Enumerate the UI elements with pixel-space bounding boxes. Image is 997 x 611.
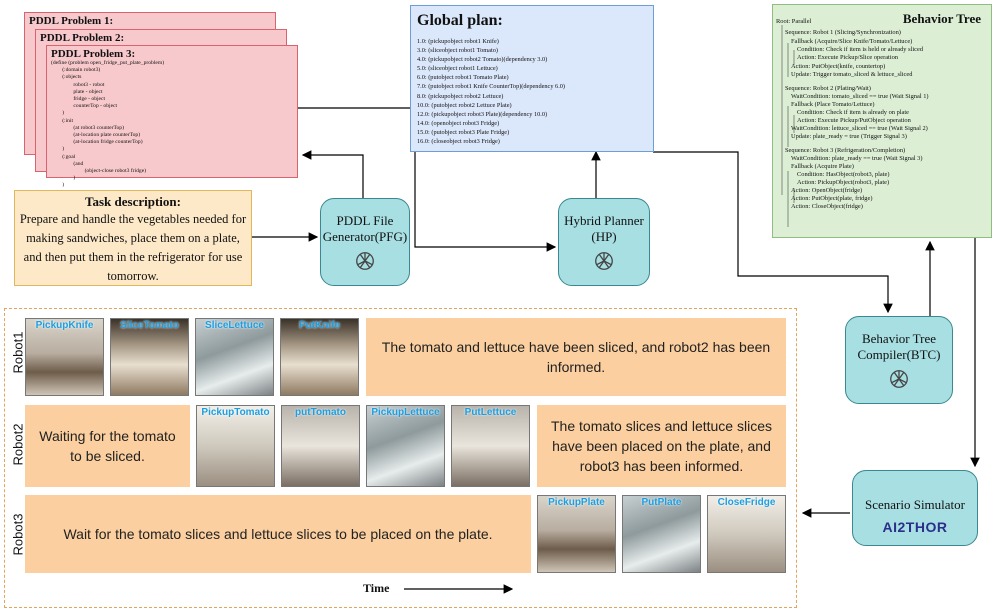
behavior-tree-node: Condition: Check if item is already on p… bbox=[797, 109, 909, 116]
openai-logo-icon bbox=[890, 370, 908, 388]
robot3-frame-1: PickupPlate bbox=[537, 495, 616, 573]
pfg-label-line2: Generator(PFG) bbox=[322, 229, 408, 244]
robot2-status-message: The tomato slices and lettuce slices hav… bbox=[537, 405, 786, 487]
behavior-tree-node: Fallback (Acquire Plate) bbox=[791, 163, 854, 170]
behavior-tree-node: Action: OpenObject(fridge) bbox=[791, 187, 863, 194]
robot2-frame-3-label: PickupLettuce bbox=[371, 407, 440, 418]
behavior-tree-node: Condition: Check if item is held or alre… bbox=[797, 46, 924, 53]
robot2-frame-3: PickupLettuce bbox=[366, 405, 445, 487]
behavior-tree-title: Behavior Tree bbox=[902, 11, 981, 26]
robot1-status-text: The tomato and lettuce have been sliced,… bbox=[381, 339, 771, 375]
behavior-tree-node: Sequence: Robot 3 (Refrigeration/Complet… bbox=[785, 147, 906, 154]
global-plan-steps: 1.0: (pickupobject robot1 Knife) 3.0: (s… bbox=[417, 38, 566, 146]
robot3-frame-3-label: CloseFridge bbox=[717, 497, 776, 508]
openai-logo-icon bbox=[595, 252, 613, 270]
behavior-tree-node: Sequence: Robot 2 (Plating/Wait) bbox=[785, 85, 871, 92]
behavior-tree-node: Update: plate_ready = true (Trigger Sign… bbox=[791, 133, 907, 140]
robot2-status-text: The tomato slices and lettuce slices hav… bbox=[551, 418, 772, 474]
behavior-tree-node: Action: PutObject(plate, fridge) bbox=[791, 195, 873, 202]
behavior-tree-root: Root: Parallel bbox=[776, 18, 812, 25]
behavior-tree-node: Fallback (Acquire/Slice Knife/Tomato/Let… bbox=[791, 38, 913, 45]
time-axis-label: Time bbox=[363, 581, 390, 595]
task-description-title: Task description: bbox=[85, 194, 181, 209]
hp-label-line2: (HP) bbox=[591, 229, 617, 244]
robot2-waiting-text: Waiting for the tomato to be sliced. bbox=[39, 428, 176, 464]
pfg-label-line1: PDDL File bbox=[336, 213, 394, 228]
pddl-problem-3-code: (define (problem open_fridge_put_plate_p… bbox=[51, 60, 165, 196]
behavior-tree-node: Fallback (Place Tomato/Lettuce) bbox=[791, 101, 875, 108]
global-plan-title-text: Global plan bbox=[417, 12, 498, 29]
robot2-frame-2-label: putTomato bbox=[295, 407, 346, 418]
robot2-frame-1: PickupTomato bbox=[196, 405, 275, 487]
behavior-tree-panel: Behavior Tree Root: Parallel Sequence: R… bbox=[772, 4, 992, 238]
behavior-tree-node: WaitCondition: tomato_sliced == true (Wa… bbox=[791, 93, 929, 100]
pddl-problem-2-title: PDDL Problem 2: bbox=[40, 32, 125, 44]
behavior-tree-node: WaitCondition: lettuce_sliced == true (W… bbox=[791, 125, 928, 132]
hybrid-planner-box: Hybrid Planner(HP) bbox=[558, 198, 650, 286]
behavior-tree-guides bbox=[781, 25, 795, 227]
behavior-tree-node: Action: CloseObject(fridge) bbox=[791, 203, 863, 210]
global-plan-title: Global plan: bbox=[417, 12, 503, 30]
robot2-label: Robot2 bbox=[10, 423, 26, 466]
arrow-pddl-to-hp bbox=[297, 107, 557, 252]
robot2-frame-4-label: PutLettuce bbox=[464, 407, 517, 418]
arrow-plan-to-btc bbox=[653, 151, 893, 314]
behavior-tree-node: Action: PickupObject(robot3, plate) bbox=[797, 179, 890, 186]
ai2thor-logo: AI2THOR bbox=[882, 519, 948, 535]
btc-label-line2: Compiler(BTC) bbox=[857, 347, 941, 362]
behavior-tree-node: Action: Execute Pickup/PutObject operati… bbox=[797, 117, 911, 124]
robot2-waiting-message: Waiting for the tomato to be sliced. bbox=[25, 405, 190, 487]
robot1-status-message: The tomato and lettuce have been sliced,… bbox=[366, 318, 786, 396]
robot3-frame-1-label: PickupPlate bbox=[548, 497, 605, 508]
btc-label-line1: Behavior Tree bbox=[861, 331, 937, 346]
robot1-frame-2-label: SliceTomato bbox=[120, 320, 179, 331]
task-description-text: Prepare and handle the vegetables needed… bbox=[19, 212, 247, 283]
robot3-frame-3: CloseFridge bbox=[707, 495, 786, 573]
behavior-tree-node: WaitCondition: plate_ready == true (Wait… bbox=[791, 155, 923, 162]
robot-execution-area bbox=[4, 308, 797, 608]
robot1-frame-2: SliceTomato bbox=[110, 318, 189, 396]
robot1-label: Robot1 bbox=[10, 331, 26, 374]
robot1-frame-3-label: SliceLettuce bbox=[205, 320, 264, 331]
robot3-frame-2: PutPlate bbox=[622, 495, 701, 573]
behavior-tree-node: Condition: HasObject(robot3, plate) bbox=[797, 171, 890, 178]
pddl-problem-3-card: PDDL Problem 3: (define (problem open_fr… bbox=[46, 45, 298, 196]
robot3-label: Robot3 bbox=[10, 513, 26, 556]
robot3-waiting-text: Wait for the tomato slices and lettuce s… bbox=[63, 526, 493, 542]
pddl-problem-3-title: PDDL Problem 3: bbox=[51, 48, 136, 60]
scenario-simulator-label: Scenario Simulator bbox=[864, 497, 965, 512]
pddl-problem-1-title: PDDL Problem 1: bbox=[29, 15, 114, 27]
robot2-frame-4: PutLettuce bbox=[451, 405, 530, 487]
openai-logo-icon bbox=[356, 252, 374, 270]
robot1-frame-4-label: PutKnife bbox=[298, 320, 341, 331]
robot1-frame-3: SliceLettuce bbox=[195, 318, 274, 396]
robot3-waiting-message: Wait for the tomato slices and lettuce s… bbox=[25, 495, 531, 573]
global-plan-title-colon: : bbox=[497, 12, 503, 29]
robot1-frame-4: PutKnife bbox=[280, 318, 359, 396]
arrow-pfg-to-pddl bbox=[301, 150, 364, 198]
hp-label-line1: Hybrid Planner bbox=[564, 213, 644, 228]
behavior-tree-node: Update: Trigger tomato_sliced & lettuce_… bbox=[791, 71, 913, 78]
robot1-frame-1-label: PickupKnife bbox=[35, 320, 94, 331]
behavior-tree-node: Action: Execute Pickup/Slice operation bbox=[797, 54, 898, 61]
behavior-tree-node: Sequence: Robot 1 (Slicing/Synchronizati… bbox=[785, 29, 901, 36]
task-description-panel: Task description: Prepare and handle the… bbox=[14, 190, 252, 286]
global-plan-panel: Global plan: 1.0: (pickupobject robot1 K… bbox=[410, 5, 654, 152]
scenario-simulator-box: Scenario Simulator AI2THOR bbox=[852, 470, 978, 546]
robot2-frame-1-label: PickupTomato bbox=[201, 407, 270, 418]
behavior-tree-node: Action: PutObject(knife, countertop) bbox=[791, 63, 886, 70]
robot3-frame-2-label: PutPlate bbox=[641, 497, 682, 508]
robot2-frame-2: putTomato bbox=[281, 405, 360, 487]
robot1-frame-1: PickupKnife bbox=[25, 318, 104, 396]
